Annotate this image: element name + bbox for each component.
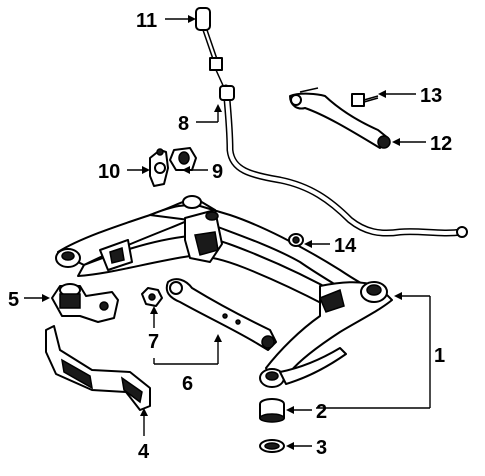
- callout-9: 9: [212, 161, 223, 183]
- part-4-brace: [45, 325, 151, 411]
- part-3-washer: [259, 439, 285, 453]
- crossmember: [55, 195, 393, 388]
- part-10-bracket: [149, 148, 169, 187]
- callout-12: 12: [430, 133, 452, 155]
- callout-5: 5: [8, 289, 19, 311]
- part-6-lower-arm: [165, 278, 277, 351]
- part-12-lateral-arm: [289, 87, 391, 149]
- callout-10: 10: [98, 161, 120, 183]
- part-9-bushing: [169, 147, 197, 171]
- part-2-insulator: [259, 398, 285, 423]
- leader-lines: [24, 15, 431, 450]
- callout-1: 1: [434, 345, 445, 367]
- part-13-bolt: [351, 93, 379, 107]
- callout-7: 7: [148, 331, 159, 353]
- part-14-grommet: [288, 233, 304, 247]
- callout-14: 14: [334, 235, 357, 257]
- callout-2: 2: [316, 401, 327, 423]
- callout-8: 8: [178, 113, 189, 135]
- callout-11: 11: [136, 10, 157, 32]
- callout-13: 13: [420, 85, 442, 107]
- part-5-mount: [51, 283, 119, 323]
- callout-4: 4: [138, 441, 150, 463]
- part-7-nut: [141, 287, 163, 307]
- part-11-end-link: [195, 7, 227, 93]
- part-8-stabilizer-bar: [219, 84, 468, 238]
- callout-labels: 11 8 10 9 13 12 14 5 7 6 4 1 2 3: [8, 10, 452, 463]
- callout-3: 3: [316, 437, 327, 459]
- callout-6: 6: [182, 373, 193, 395]
